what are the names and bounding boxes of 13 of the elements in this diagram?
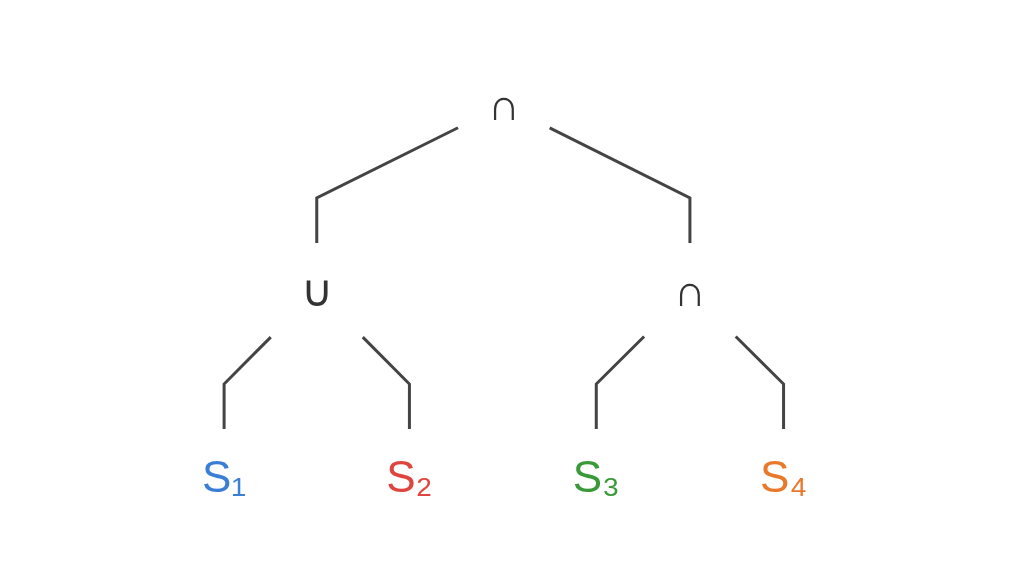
node-text: S₂	[386, 452, 434, 501]
connector	[362, 336, 412, 429]
connector	[595, 335, 646, 429]
node-text: ∩	[488, 80, 521, 129]
node-text: ∩	[674, 266, 707, 315]
node-text: S₃	[573, 452, 621, 501]
connector	[735, 335, 786, 429]
connector	[549, 126, 692, 243]
connector	[315, 126, 460, 243]
node-text: ∪	[301, 266, 334, 315]
node-text: S₄	[760, 452, 808, 501]
connector	[223, 336, 273, 429]
node-text: S₁	[202, 452, 247, 501]
